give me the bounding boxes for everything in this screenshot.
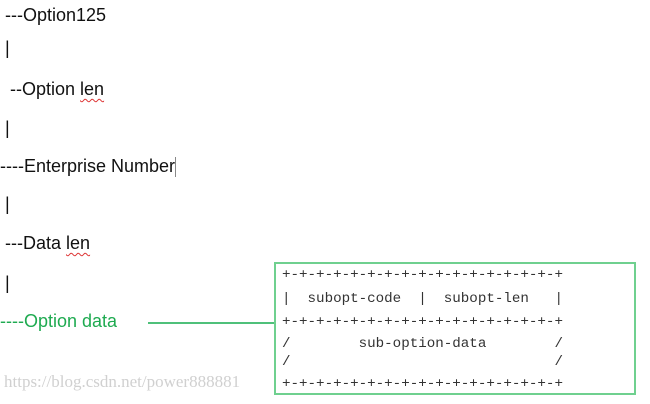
data-len-line: ---Data len	[0, 232, 90, 254]
data-len-prefix: ---Data	[0, 233, 67, 253]
connector-line	[148, 322, 275, 324]
option-len-word: len	[80, 79, 105, 99]
separator-bar: |	[5, 38, 10, 58]
option125-line: ---Option125	[0, 5, 107, 25]
watermark: https://blog.csdn.net/power888881	[4, 372, 241, 391]
enterprise-number-line: ----Enterprise Number	[0, 155, 177, 178]
diagram-border: +-+-+-+-+-+-+-+-+-+-+-+-+-+-+-+-+	[282, 267, 563, 283]
option-len-prefix: --Option	[0, 79, 81, 99]
separator-bar: |	[5, 273, 10, 293]
diagram-data-row: / /	[282, 354, 563, 370]
option-data-line: ----Option data	[0, 311, 118, 331]
data-len-word: len	[66, 233, 91, 253]
separator-bar: |	[5, 118, 10, 138]
sub-option-diagram: +-+-+-+-+-+-+-+-+-+-+-+-+-+-+-+-+ | subo…	[274, 262, 636, 395]
diagram-border: +-+-+-+-+-+-+-+-+-+-+-+-+-+-+-+-+	[282, 376, 563, 392]
diagram-header-row: | subopt-code | subopt-len |	[282, 291, 563, 307]
text-cursor	[175, 157, 177, 178]
option-len-line: --Option len	[0, 78, 104, 100]
separator-bar: |	[5, 194, 10, 214]
enterprise-number-text: ----Enterprise Number	[0, 156, 176, 176]
diagram-data-row: / sub-option-data /	[282, 336, 563, 352]
diagram-border: +-+-+-+-+-+-+-+-+-+-+-+-+-+-+-+-+	[282, 314, 563, 330]
